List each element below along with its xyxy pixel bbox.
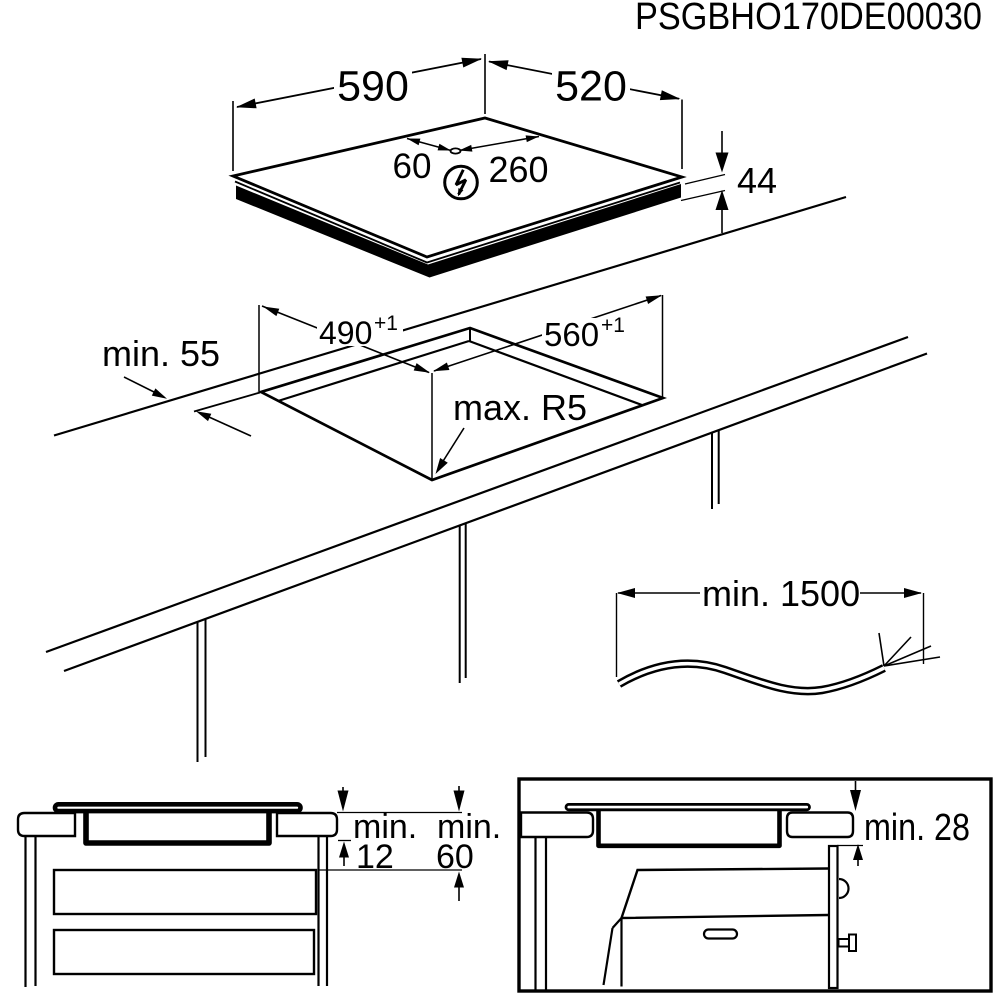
svg-text:60: 60 (436, 838, 474, 876)
svg-text:+1: +1 (374, 312, 398, 335)
svg-text:260: 260 (488, 149, 548, 190)
svg-text:min. 1500: min. 1500 (702, 573, 860, 614)
svg-text:min.: min. (353, 808, 417, 846)
svg-text:60: 60 (393, 147, 432, 186)
svg-text:12: 12 (356, 838, 394, 876)
svg-text:490: 490 (319, 315, 372, 351)
svg-text:+1: +1 (601, 314, 625, 337)
svg-text:max. R5: max. R5 (453, 387, 587, 428)
svg-text:590: 590 (337, 63, 409, 111)
svg-text:520: 520 (555, 63, 627, 111)
svg-text:560: 560 (544, 316, 599, 353)
svg-text:min. 28: min. 28 (864, 807, 970, 849)
svg-text:min. 55: min. 55 (102, 333, 220, 374)
svg-text:44: 44 (737, 160, 777, 201)
svg-text:min.: min. (437, 808, 501, 846)
svg-text:PSGBHO170DE00030: PSGBHO170DE00030 (635, 0, 982, 38)
